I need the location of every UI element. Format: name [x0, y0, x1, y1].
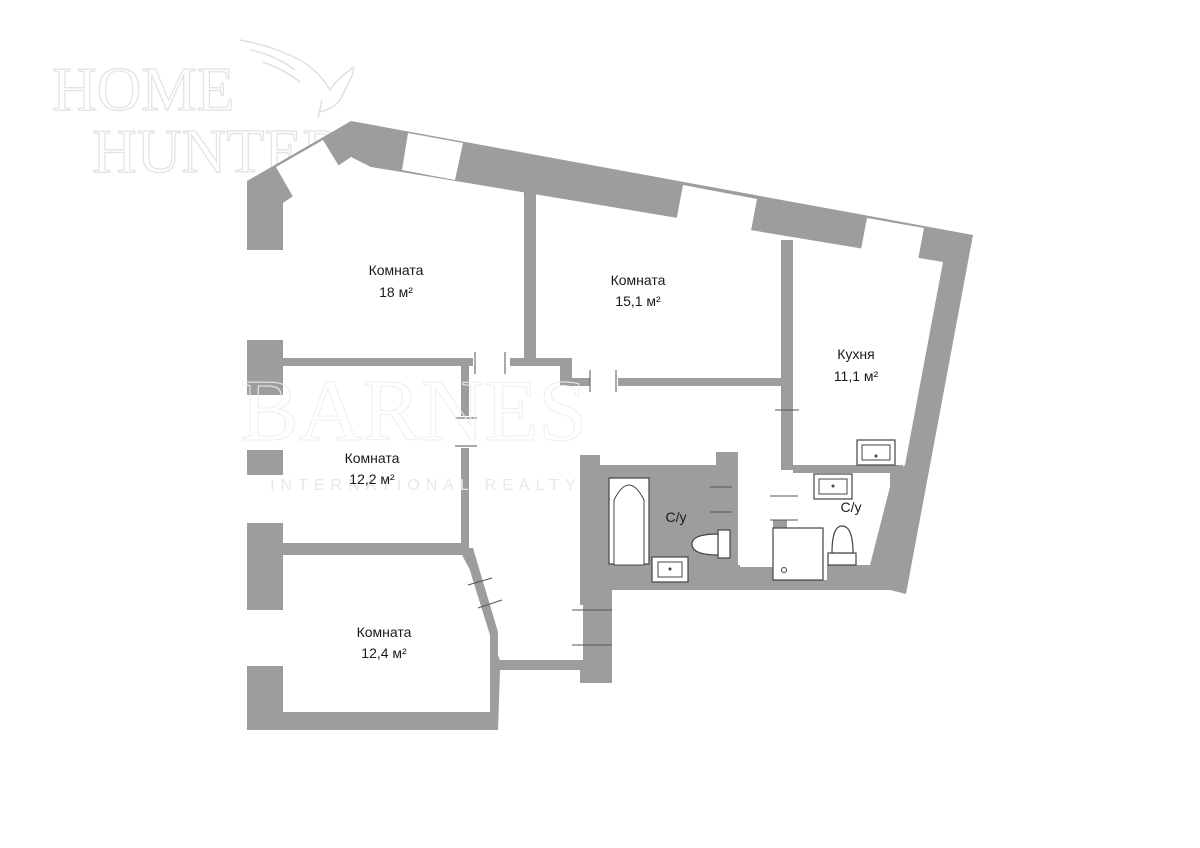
bathroom-sink-icon: [813, 473, 853, 500]
room-area: 15,1 м²: [615, 293, 661, 309]
room-name: Комната: [357, 624, 412, 640]
room-name: Комната: [611, 272, 666, 288]
kitchen-sink-icon: [856, 439, 896, 466]
logo-line1: HOME: [52, 56, 235, 124]
room-label-room-3: Комната 12,2 м²: [345, 450, 400, 487]
lower-room-floor: [283, 555, 490, 712]
room-label-room-2: Комната 15,1 м²: [611, 272, 666, 309]
door-markers: [455, 352, 799, 646]
room-label-room-4: Комната 12,4 м²: [357, 624, 412, 661]
room-label-bathroom-2: С/у: [841, 499, 862, 515]
room-label-room-1: Комната 18 м²: [369, 262, 424, 300]
room-label-kitchen: Кухня 11,1 м²: [834, 346, 879, 384]
room-name: Комната: [345, 450, 400, 466]
room-area: 11,1 м²: [834, 368, 879, 384]
bathtub-icon: [608, 477, 650, 566]
toilet-2-icon: [827, 525, 857, 566]
sink-icon: [651, 556, 689, 583]
watermark-tagline: INTERNATIONAL REALTY: [270, 477, 582, 494]
room-name: С/у: [841, 499, 862, 515]
room-name: Комната: [369, 262, 424, 278]
shower-icon: [772, 527, 824, 581]
barnes-watermark: BARNES INTERNATIONAL REALTY: [240, 363, 588, 495]
room-name: Кухня: [837, 346, 874, 362]
room-name: С/у: [666, 509, 687, 525]
room-area: 12,2 м²: [349, 471, 395, 487]
interior-walls: [283, 192, 903, 660]
bird-logo-icon: [239, 39, 355, 119]
toilet-icon: [691, 529, 731, 559]
windows: [247, 133, 924, 666]
room-label-bathroom-1: С/у: [666, 509, 687, 525]
room-area: 18 м²: [379, 284, 413, 300]
watermark-barnes: BARNES: [240, 363, 587, 460]
room-area: 12,4 м²: [361, 645, 407, 661]
